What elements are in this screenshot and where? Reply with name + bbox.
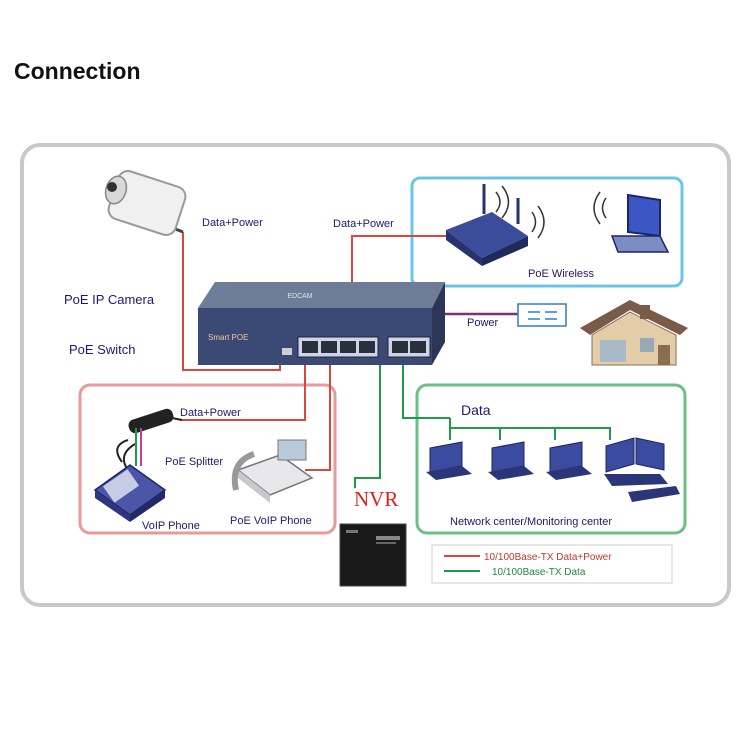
power-adapter-icon xyxy=(517,303,567,327)
legend-box xyxy=(431,544,673,584)
poe-ip-camera-label: PoE IP Camera xyxy=(64,292,155,307)
monitoring-workstation-icon xyxy=(604,437,680,502)
data-power-switch-label: Data+Power xyxy=(333,218,394,230)
poe-voip-phone-label: PoE VoIP Phone xyxy=(230,515,312,527)
page-title: Connection xyxy=(14,58,141,84)
poe-switch-icon xyxy=(198,282,445,365)
nvr-label: NVR xyxy=(354,487,398,511)
switch-model: Smart POE xyxy=(208,333,248,342)
network-center-label: Network center/Monitoring center xyxy=(450,516,612,528)
wifi-signal-icon xyxy=(495,185,607,239)
poe-voip-phone-icon xyxy=(231,439,314,503)
data-label: Data xyxy=(461,402,491,418)
poe-splitter-icon xyxy=(116,408,183,475)
legend: 10/100Base-TX Data+Power 10/100Base-TX D… xyxy=(431,544,673,584)
computer-icon xyxy=(426,441,472,480)
diagram-frame xyxy=(20,143,731,607)
house-icon xyxy=(580,300,688,366)
laptop-icon xyxy=(610,193,670,253)
poe-splitter-label: PoE Splitter xyxy=(165,456,223,468)
power-label: Power xyxy=(467,317,499,329)
voip-phone-label: VoIP Phone xyxy=(142,520,200,532)
legend-label-data-power: 10/100Base-TX Data+Power xyxy=(484,552,612,563)
network-box xyxy=(415,383,687,535)
wireless-box xyxy=(410,176,684,288)
ip-camera-icon xyxy=(104,170,187,236)
data-lines xyxy=(354,355,611,488)
wireless-router-icon xyxy=(446,184,528,266)
legend-label-data: 10/100Base-TX Data xyxy=(492,567,586,578)
computer-icon xyxy=(546,441,592,480)
data-power-camera-label: Data+Power xyxy=(202,217,263,229)
computer-icon xyxy=(488,441,534,480)
poe-wireless-label: PoE Wireless xyxy=(528,268,595,280)
poe-switch-label: PoE Switch xyxy=(69,342,135,357)
data-power-splitter-label: Data+Power xyxy=(180,407,241,419)
voip-box xyxy=(78,383,337,535)
switch-brand: EDCAM xyxy=(287,293,312,300)
nvr-icon xyxy=(339,523,407,587)
voip-phone-icon xyxy=(93,464,167,522)
